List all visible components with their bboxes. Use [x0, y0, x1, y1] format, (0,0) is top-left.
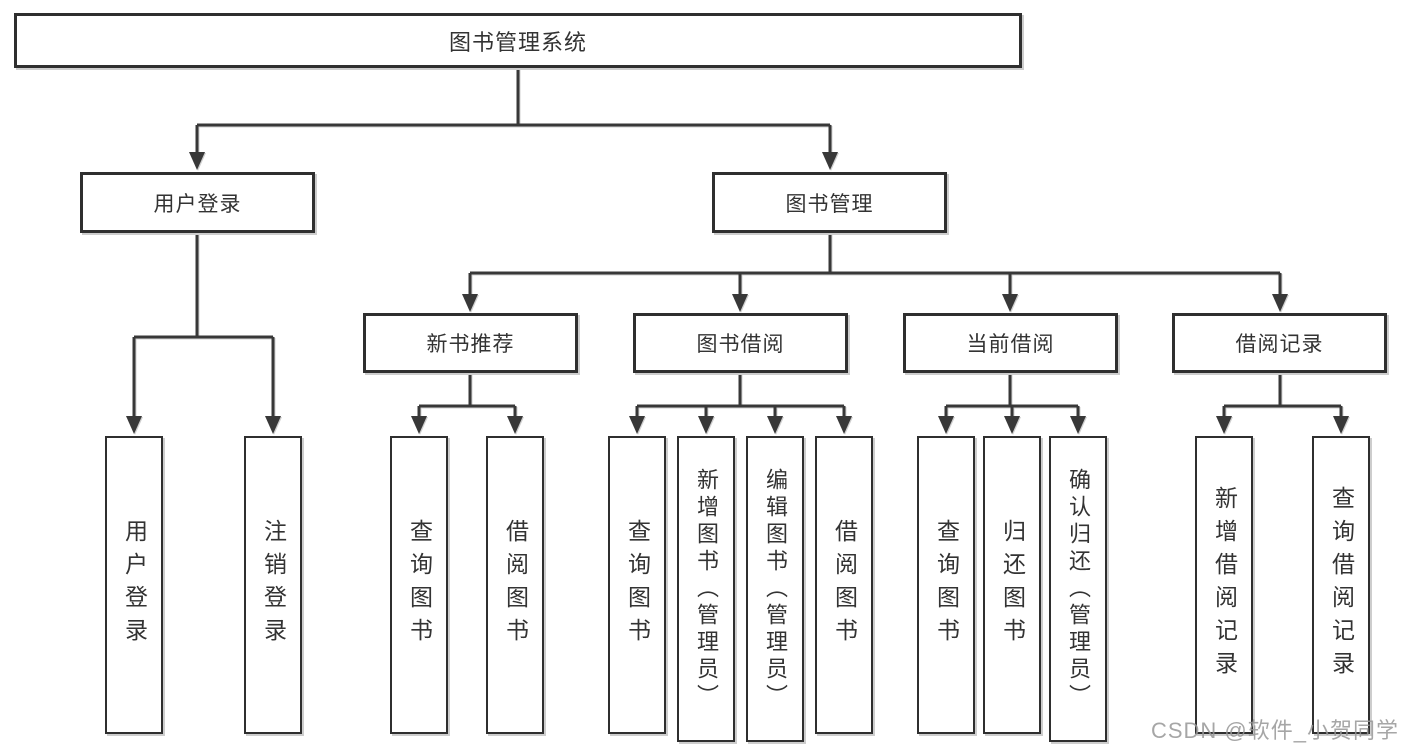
node-borrow-book-2-label: 借阅图书 — [831, 519, 858, 651]
node-user-login: 用户登录 — [105, 436, 163, 734]
node-borrow-record: 借阅记录 — [1172, 313, 1387, 373]
connector-book-borrow — [629, 373, 852, 434]
node-confirm-return-admin-label: 确认归还（管理员） — [1066, 467, 1091, 711]
node-logout: 注销登录 — [244, 436, 302, 734]
node-query-book-1-label: 查询图书 — [406, 519, 433, 651]
node-return-book-label: 归还图书 — [999, 519, 1026, 651]
connector-user-login — [126, 233, 281, 434]
node-add-book-admin-label: 新增图书（管理员） — [694, 467, 719, 711]
node-query-book-3: 查询图书 — [917, 436, 975, 734]
node-add-borrow-record-label: 新增借阅记录 — [1211, 486, 1238, 684]
connector-book-mgmt — [462, 233, 1288, 312]
node-borrow-book-2: 借阅图书 — [815, 436, 873, 734]
node-root-label: 图书管理系统 — [448, 29, 587, 55]
node-edit-book-admin-label: 编辑图书（管理员） — [763, 467, 788, 711]
node-borrow-book-1-label: 借阅图书 — [502, 519, 529, 651]
node-book-borrow: 图书借阅 — [633, 313, 848, 373]
node-logout-label: 注销登录 — [260, 519, 287, 651]
node-query-book-1: 查询图书 — [390, 436, 448, 734]
node-new-book-rec: 新书推荐 — [363, 313, 578, 373]
connector-borrow-record — [1216, 373, 1349, 434]
node-return-book: 归还图书 — [983, 436, 1041, 734]
node-query-book-2: 查询图书 — [608, 436, 666, 734]
connector-root — [189, 68, 838, 170]
node-borrow-book-1: 借阅图书 — [486, 436, 544, 734]
node-root: 图书管理系统 — [14, 13, 1022, 68]
node-add-book-admin: 新增图书（管理员） — [677, 436, 735, 742]
node-add-borrow-record: 新增借阅记录 — [1195, 436, 1253, 734]
watermark: CSDN @软件_小贺同学 — [1150, 718, 1399, 743]
node-book-mgmt: 图书管理 — [712, 172, 947, 233]
node-user-login-label: 用户登录 — [121, 519, 148, 651]
node-user-login-branch: 用户登录 — [80, 172, 315, 233]
node-borrow-record-label: 借阅记录 — [1235, 333, 1324, 356]
node-confirm-return-admin: 确认归还（管理员） — [1049, 436, 1107, 742]
node-current-borrow-label: 当前借阅 — [966, 333, 1055, 356]
node-user-login-branch-label: 用户登录 — [153, 192, 242, 216]
node-new-book-rec-label: 新书推荐 — [426, 333, 515, 356]
node-edit-book-admin: 编辑图书（管理员） — [746, 436, 804, 742]
connector-current-borrow — [938, 373, 1086, 434]
node-current-borrow: 当前借阅 — [903, 313, 1118, 373]
connector-new-book-rec — [411, 373, 523, 434]
node-query-borrow-record-label: 查询借阅记录 — [1328, 486, 1355, 684]
node-query-book-2-label: 查询图书 — [624, 519, 651, 651]
node-book-mgmt-label: 图书管理 — [785, 192, 874, 216]
node-query-borrow-record: 查询借阅记录 — [1312, 436, 1370, 734]
node-book-borrow-label: 图书借阅 — [696, 333, 785, 356]
node-query-book-3-label: 查询图书 — [933, 519, 960, 651]
